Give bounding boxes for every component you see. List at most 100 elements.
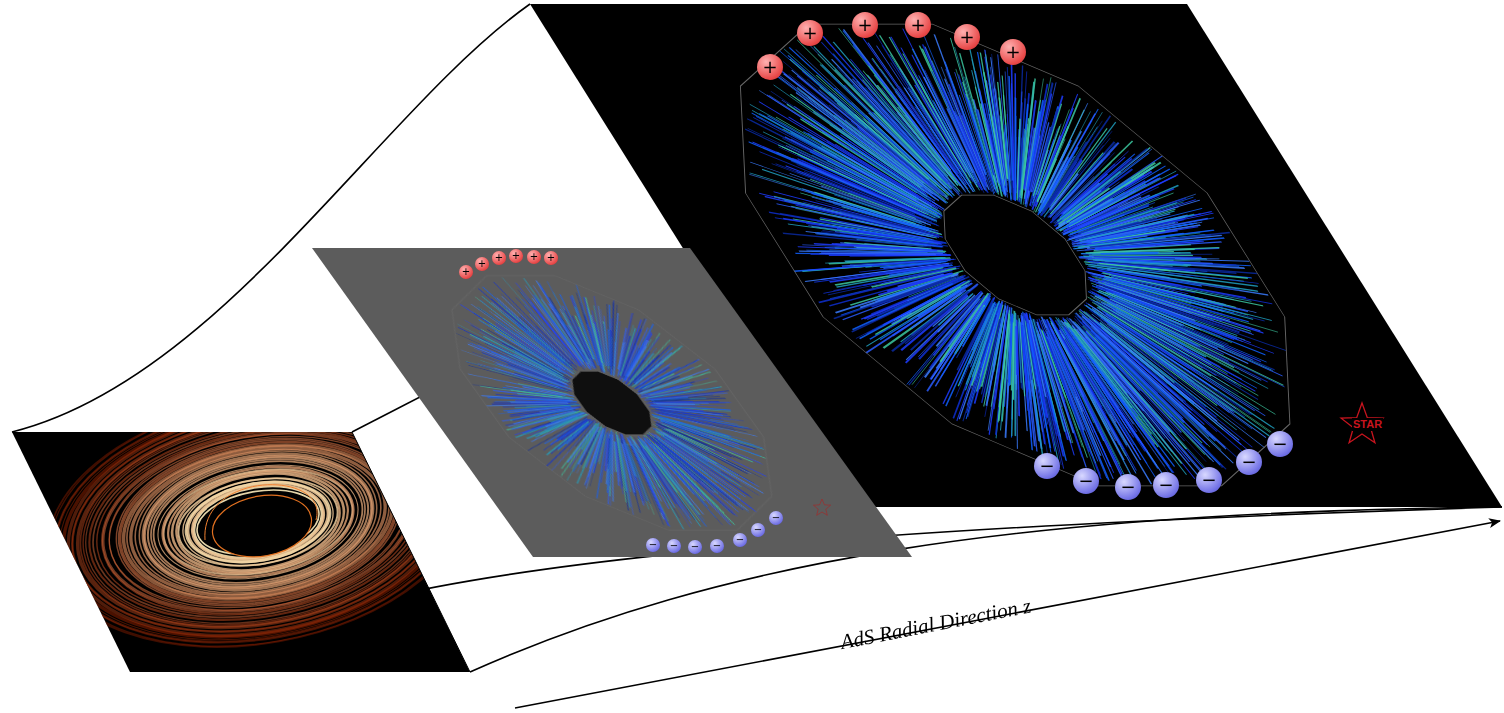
- particle-track: [819, 253, 936, 255]
- particle-track: [910, 97, 971, 189]
- event-display-small: [393, 276, 830, 531]
- particle-track: [919, 72, 1030, 193]
- particle-track: [869, 99, 959, 196]
- particle-track: [867, 128, 946, 195]
- particle-track: [1024, 169, 1207, 229]
- particle-track: [644, 441, 679, 482]
- particle-track: [1088, 253, 1192, 254]
- particle-track: [801, 260, 953, 270]
- particle-track: [1101, 327, 1223, 429]
- particle-track: [1056, 218, 1224, 244]
- particle-track: [1093, 241, 1209, 249]
- particle-track: [1042, 329, 1094, 397]
- particle-track: [819, 265, 960, 282]
- particle-track: [1098, 282, 1251, 331]
- particle-track: [483, 310, 568, 371]
- particle-track: [863, 38, 958, 173]
- particle-track: [895, 44, 1016, 192]
- particle-track: [1094, 311, 1179, 372]
- particle-track: [1006, 145, 1146, 213]
- particle-track: [844, 242, 931, 248]
- particle-track: [891, 62, 960, 169]
- particle-track: [786, 145, 929, 213]
- particle-track: [937, 71, 1108, 201]
- particle-track: [858, 234, 948, 246]
- particle-track: [493, 402, 576, 403]
- particle-track: [1083, 254, 1212, 255]
- particle-track: [865, 87, 959, 192]
- particle-track: [1060, 227, 1210, 246]
- particle-track: [840, 135, 926, 194]
- particle-track: [868, 260, 951, 266]
- particle-track: [973, 98, 1145, 201]
- particle-track: [818, 147, 922, 204]
- particle-track: [1025, 149, 1194, 215]
- particle-track: [520, 416, 598, 437]
- particle-track: [863, 119, 949, 196]
- particle-track: [978, 319, 1063, 390]
- particle-track: [651, 404, 697, 406]
- particle-track: [943, 116, 1002, 186]
- particle-track: [487, 346, 568, 383]
- particle-track: [871, 276, 976, 303]
- particle-track: [510, 401, 568, 403]
- particle-track: [966, 119, 1071, 201]
- particle-track: [1082, 326, 1204, 455]
- particle-track: [932, 314, 1076, 421]
- particle-track: [961, 83, 1120, 191]
- particle-track: [1003, 143, 1166, 218]
- particle-track: [953, 110, 1017, 176]
- particle-track: [522, 421, 613, 455]
- particle-track: [858, 298, 1035, 384]
- particle-track: [845, 120, 945, 200]
- particle-track: [1042, 323, 1125, 440]
- particle-track: [1020, 153, 1191, 220]
- particle-track: [1012, 153, 1142, 214]
- particle-track: [668, 429, 714, 450]
- particle-track: [1095, 337, 1186, 430]
- particle-track: [797, 40, 948, 189]
- particle-track: [1026, 172, 1151, 222]
- particle-track: [648, 402, 731, 404]
- particle-track: [932, 313, 1100, 449]
- particle-track: [564, 431, 645, 483]
- particle-track: [923, 54, 1085, 193]
- particle-track: [918, 301, 1052, 385]
- particle-track: [953, 82, 1104, 193]
- particle-track: [1092, 253, 1172, 255]
- particle-track: [923, 54, 1068, 186]
- particle-track: [544, 304, 591, 363]
- particle-track: [978, 332, 1115, 465]
- particle-track: [905, 315, 1058, 413]
- particle-track: [1086, 305, 1270, 436]
- particle-track: [896, 315, 1062, 421]
- particle-track: [584, 329, 634, 366]
- particle-track: [1100, 318, 1229, 413]
- particle-track: [915, 52, 1067, 195]
- particle-track: [1110, 317, 1196, 373]
- particle-track: [486, 341, 570, 383]
- particle-track: [984, 325, 1069, 399]
- particle-track: [522, 420, 609, 450]
- particle-track: [994, 320, 1096, 422]
- particle-track: [1084, 249, 1197, 252]
- particle-track: [783, 233, 931, 247]
- particle-track: [1088, 307, 1190, 380]
- particle-track: [840, 212, 943, 237]
- particle-track: [861, 55, 965, 190]
- particle-track: [814, 47, 952, 190]
- particle-track: [1087, 338, 1207, 477]
- particle-track: [777, 204, 934, 238]
- particle-track: [1106, 284, 1222, 321]
- particle-track: [957, 98, 1051, 179]
- particle-track: [1066, 327, 1172, 477]
- particle-track: [1099, 307, 1211, 376]
- particle-track: [809, 118, 931, 199]
- particle-track: [790, 94, 920, 187]
- particle-track: [1065, 322, 1158, 447]
- particle-track: [846, 286, 999, 340]
- particle-track: [810, 253, 951, 256]
- particle-track: [817, 232, 944, 246]
- particle-track: [818, 54, 947, 185]
